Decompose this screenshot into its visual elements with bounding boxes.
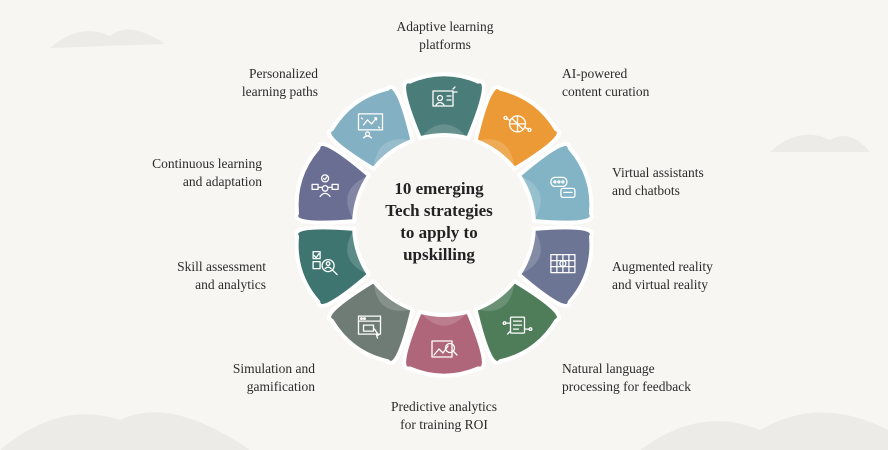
petal-ai-content-curation (473, 85, 561, 171)
petal-highlight (522, 176, 541, 218)
label-personalized-paths: Personalized learning paths (241, 66, 318, 99)
label-virtual-assistants: Virtual assistants and chatbots (612, 165, 704, 198)
center-disc (358, 139, 530, 311)
petal-highlight (374, 284, 409, 311)
petal-highlight (347, 232, 366, 274)
ar-vr-icon (550, 253, 576, 274)
petal-continuous-learning (294, 142, 371, 225)
petal-personalized-paths (327, 85, 415, 171)
petal-predictive-analytics (402, 309, 486, 378)
label-continuous-learning: Continuous learning and adaptation (152, 156, 262, 189)
petal-shape (327, 85, 415, 171)
petal-simulation-gamification (327, 279, 415, 365)
simulation-window-icon (357, 315, 382, 339)
petal-shape (473, 279, 561, 365)
petal-adaptive-learning (402, 72, 486, 141)
label-ar-vr: Augmented reality and virtual reality (612, 259, 713, 292)
petal-highlight (422, 314, 466, 326)
continuous-learning-icon (311, 174, 339, 198)
skill-assessment-icon (312, 250, 338, 276)
petal-highlight (479, 139, 514, 166)
center-title: 10 emerging Tech strategies to apply to … (385, 179, 493, 264)
label-ai-content-curation: AI-powered content curation (562, 66, 650, 99)
nlp-feedback-icon (502, 316, 533, 335)
petal-shape (402, 309, 486, 378)
label-skill-assessment: Skill assessment and analytics (177, 259, 266, 292)
ai-brain-icon (503, 115, 532, 133)
petal-ring (294, 72, 594, 378)
presentation-board-icon (432, 86, 458, 107)
petal-shape (327, 279, 415, 365)
petal-skill-assessment (294, 225, 371, 308)
label-nlp-feedback: Natural language processing for feedback (562, 361, 691, 394)
petal-highlight (374, 139, 409, 166)
petal-ar-vr (517, 225, 594, 308)
learning-path-icon (357, 113, 384, 139)
petal-highlight (522, 232, 541, 274)
petal-shape (294, 225, 371, 308)
petal-nlp-feedback (473, 279, 561, 365)
label-predictive-analytics: Predictive analytics for training ROI (390, 399, 498, 432)
background-clouds (0, 29, 888, 450)
petal-highlight (479, 284, 514, 311)
label-adaptive-learning: Adaptive learning platforms (396, 19, 494, 52)
label-simulation-gamification: Simulation and gamification (232, 361, 315, 394)
analytics-magnifier-icon (431, 340, 458, 358)
petal-highlight (422, 124, 466, 136)
petal-highlight (347, 176, 366, 218)
petal-virtual-assistants (517, 142, 594, 225)
petal-shape (294, 142, 371, 225)
chat-bubbles-icon (550, 176, 576, 199)
